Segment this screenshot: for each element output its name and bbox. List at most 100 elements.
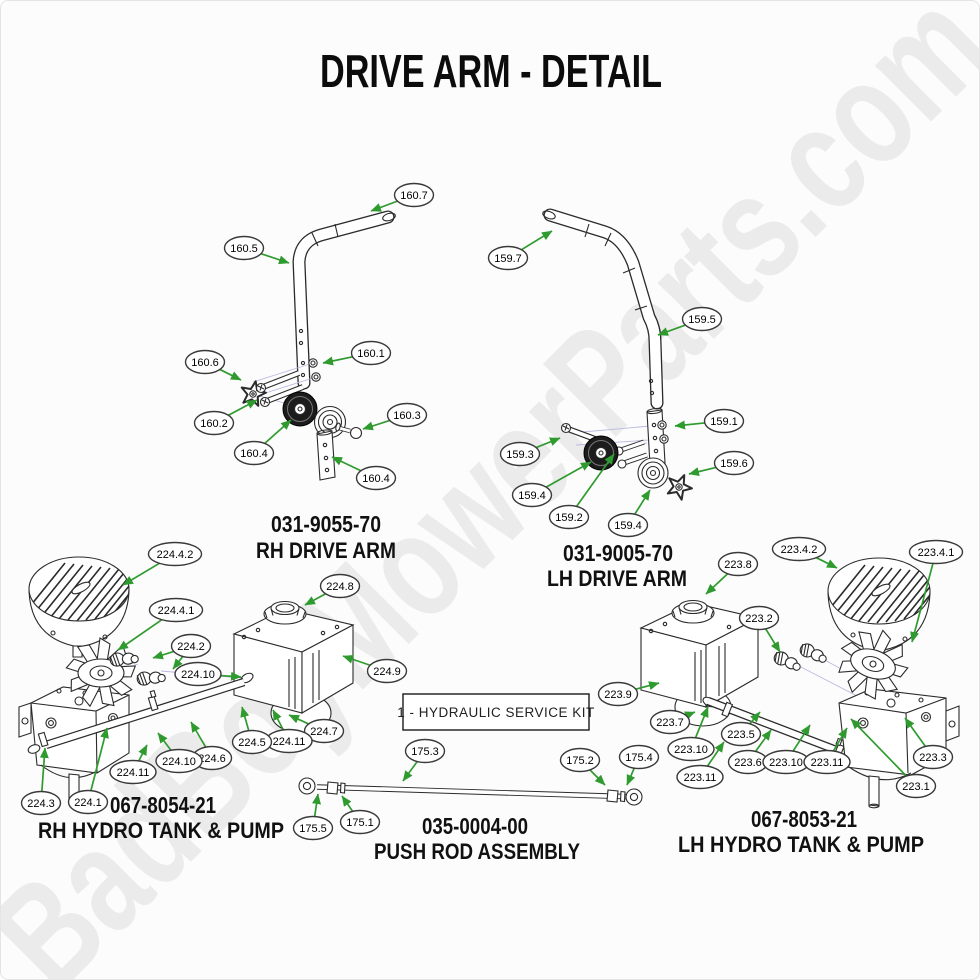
callout-number: 159.5 bbox=[688, 314, 716, 326]
flange-nuts bbox=[657, 420, 669, 444]
callout-160.6: 160.6 bbox=[184, 349, 242, 381]
callout-arrow bbox=[674, 420, 705, 430]
callout-160.4: 160.4 bbox=[331, 456, 397, 491]
callout-number: 224.10 bbox=[181, 669, 215, 681]
callout-bubble bbox=[499, 441, 541, 467]
push-rod-name: PUSH ROD ASSEMBLY bbox=[374, 839, 580, 864]
rh-hydro-name: RH HYDRO TANK & PUMP bbox=[38, 818, 284, 843]
callout-arrow bbox=[535, 437, 561, 449]
callout-bubble bbox=[155, 748, 203, 774]
callout-number: 159.4 bbox=[614, 520, 642, 532]
callout-arrow bbox=[220, 671, 242, 681]
lower-mount-tube bbox=[316, 429, 336, 481]
callout-223.10: 223.10 bbox=[762, 724, 811, 775]
callout-arrow bbox=[370, 200, 398, 212]
callout-arrow bbox=[152, 650, 175, 660]
elbow-fitting bbox=[136, 671, 166, 686]
callout-arrow bbox=[341, 795, 354, 812]
callout-number: 224.2 bbox=[177, 641, 205, 653]
callout-159.4: 159.4 bbox=[511, 461, 592, 508]
callout-number: 224.11 bbox=[273, 736, 306, 748]
callout-arrow bbox=[312, 793, 321, 817]
callout-223.11: 223.11 bbox=[803, 727, 851, 775]
callout-arrow bbox=[832, 727, 848, 752]
hydro-tank bbox=[232, 600, 355, 734]
callout-number: 159.3 bbox=[506, 449, 534, 461]
callout-arrow bbox=[219, 368, 242, 381]
rod-end-right bbox=[606, 788, 643, 806]
push-rod-drawing bbox=[298, 777, 643, 806]
callout-bubble bbox=[703, 408, 745, 434]
rh-drive-arm-drawing bbox=[240, 210, 396, 481]
callout-bubble bbox=[649, 709, 691, 735]
callout-bubble bbox=[233, 440, 275, 466]
callout-arrow bbox=[90, 727, 109, 791]
callout-bubble bbox=[223, 235, 265, 261]
callout-bubble bbox=[67, 789, 109, 815]
callout-arrow bbox=[764, 628, 781, 653]
callout-arrow bbox=[589, 769, 606, 786]
callout-arrow bbox=[521, 230, 553, 251]
callout-bubble bbox=[193, 410, 235, 436]
callout-159.1: 159.1 bbox=[674, 408, 745, 434]
ball-stud bbox=[335, 422, 363, 440]
callout-number: 159.6 bbox=[720, 458, 748, 470]
callout-223.2: 223.2 bbox=[738, 605, 781, 653]
callout-175.2: 175.2 bbox=[559, 747, 606, 786]
callout-arrow bbox=[39, 747, 49, 792]
elbow-fitting bbox=[773, 651, 801, 671]
callout-number: 224.4.2 bbox=[157, 549, 194, 561]
callout-number: 223.2 bbox=[745, 613, 773, 625]
mount-bolts bbox=[614, 439, 648, 469]
callout-arrow bbox=[754, 729, 772, 752]
callout-223.3: 223.3 bbox=[904, 717, 954, 770]
callout-bubble bbox=[386, 402, 428, 428]
callout-arrow bbox=[575, 453, 615, 507]
callout-bubble bbox=[339, 809, 381, 835]
callout-arrow bbox=[706, 741, 725, 767]
callout-159.2: 159.2 bbox=[548, 453, 615, 530]
callout-224.11: 224.11 bbox=[109, 744, 157, 785]
callout-number: 160.3 bbox=[393, 410, 421, 422]
callout-number: 223.10 bbox=[769, 757, 803, 769]
tank-cap bbox=[263, 600, 307, 625]
callout-bubble bbox=[393, 182, 435, 208]
callout-arrow bbox=[694, 706, 709, 739]
callout-arrow bbox=[910, 563, 934, 643]
rh-drive-arm-name: RH DRIVE ARM bbox=[256, 538, 396, 563]
callout-224.8: 224.8 bbox=[304, 573, 361, 606]
callout-224.10: 224.10 bbox=[155, 732, 203, 774]
callout-number: 224.1 bbox=[74, 797, 102, 809]
callout-bubble bbox=[487, 245, 529, 271]
callout-bubble bbox=[366, 658, 408, 684]
callout-number: 223.6 bbox=[734, 757, 762, 769]
elbow-fitting bbox=[799, 643, 827, 663]
callout-number: 160.2 bbox=[200, 418, 228, 430]
rh-drive-arm-part-number: 031-9055-70 bbox=[271, 511, 381, 537]
callout-160.4: 160.4 bbox=[233, 419, 292, 466]
callout-223.10: 223.10 bbox=[667, 706, 715, 762]
lh-drive-arm-name: LH DRIVE ARM bbox=[547, 566, 687, 591]
callout-arrow bbox=[634, 489, 651, 515]
callout-bubble bbox=[147, 541, 203, 567]
callout-number: 223.1 bbox=[902, 781, 930, 793]
callout-arrow bbox=[657, 324, 686, 336]
callout-bubble bbox=[109, 759, 157, 785]
hydro-hose bbox=[27, 677, 246, 754]
callout-175.3: 175.3 bbox=[402, 738, 446, 782]
callout-arrow bbox=[749, 711, 761, 725]
callout-number: 175.2 bbox=[566, 755, 594, 767]
callout-arrow bbox=[688, 466, 717, 476]
callout-175.1: 175.1 bbox=[339, 795, 381, 835]
rod-end-left bbox=[298, 777, 346, 795]
callout-bubble bbox=[231, 729, 273, 755]
callout-224.3: 224.3 bbox=[20, 747, 62, 816]
callout-arrow bbox=[402, 761, 418, 782]
callout-number: 175.4 bbox=[625, 752, 653, 764]
callout-bubble bbox=[404, 738, 446, 764]
flange-nuts bbox=[308, 358, 321, 382]
callout-224.9: 224.9 bbox=[342, 654, 408, 684]
callout-bubble bbox=[170, 633, 212, 659]
callout-number: 223.10 bbox=[674, 744, 708, 756]
